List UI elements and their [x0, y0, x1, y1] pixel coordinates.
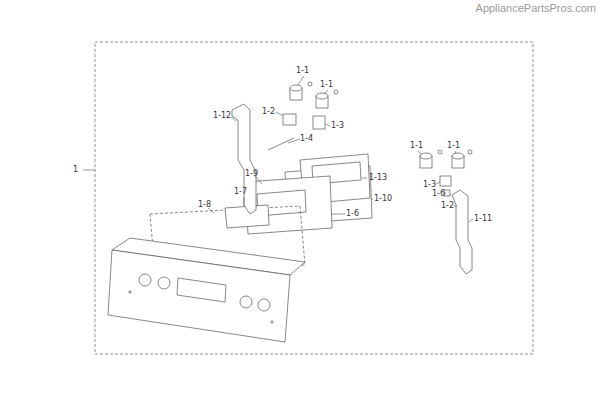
callout-number: 1-10 — [374, 195, 392, 203]
part-drawing — [108, 250, 290, 342]
leader-line — [231, 117, 236, 121]
leader-line — [298, 76, 304, 85]
part-drawing — [232, 104, 256, 214]
callout-number: 1-13 — [369, 174, 387, 182]
leader-line — [331, 214, 345, 215]
part-drawing — [452, 190, 472, 274]
leader-line — [324, 90, 328, 94]
leader-line — [276, 112, 283, 116]
leader-line — [362, 178, 367, 179]
callout-number: 1 — [73, 166, 78, 174]
callout-number: 1-3 — [423, 181, 436, 189]
part-drawing — [240, 296, 252, 308]
part-drawing — [438, 150, 442, 154]
callout-number: 1-2 — [441, 202, 454, 210]
watermark: AppliancePartsPros.com — [476, 3, 596, 14]
callout-number: 1-4 — [300, 135, 313, 143]
callout-number: 1-6 — [432, 190, 445, 198]
part-drawing — [334, 90, 338, 94]
part-drawing — [271, 321, 273, 323]
part-drawing — [316, 93, 328, 99]
part-drawing — [290, 85, 302, 91]
leader-line — [455, 151, 456, 154]
leader-line — [83, 76, 473, 222]
leader-line — [83, 170, 95, 171]
callout-number: 1-2 — [262, 108, 275, 116]
callout-number: 1-8 — [198, 201, 211, 209]
assembly-boundary — [95, 42, 533, 354]
callout-number: 1-11 — [474, 215, 492, 223]
leader-line — [445, 193, 446, 194]
part-drawing — [283, 114, 296, 125]
part-drawing — [420, 153, 432, 159]
part-drawing — [258, 299, 270, 311]
part-drawing — [468, 150, 472, 154]
part-drawing — [440, 176, 451, 186]
leader-line — [418, 151, 422, 155]
callout-number: 1-6 — [346, 210, 359, 218]
callout-number: 1-7 — [234, 188, 247, 196]
part-drawing — [177, 278, 226, 302]
leader-line — [244, 197, 245, 206]
part-drawing — [139, 274, 151, 286]
part-drawing — [108, 82, 472, 342]
part-drawing — [313, 116, 325, 129]
part-drawing — [129, 291, 131, 293]
part-drawing — [308, 82, 312, 86]
callout-number: 1-3 — [331, 122, 344, 130]
assembly-boundary — [95, 42, 533, 354]
callout-number: 1-1 — [410, 142, 423, 150]
callout-number: 1-1 — [447, 142, 460, 150]
leader-line — [326, 124, 330, 126]
callout-number: 1-1 — [296, 67, 309, 75]
leader-line — [288, 139, 300, 143]
callout-number: 1-12 — [213, 112, 231, 120]
callout-number: 1-9 — [245, 170, 258, 178]
part-drawing — [452, 153, 464, 159]
leader-line — [454, 206, 457, 207]
leader-line — [436, 182, 440, 184]
part-drawing — [268, 138, 294, 150]
callout-number: 1-1 — [320, 81, 333, 89]
leader-line — [371, 199, 373, 200]
leader-line — [469, 219, 473, 222]
part-drawing — [158, 277, 170, 289]
